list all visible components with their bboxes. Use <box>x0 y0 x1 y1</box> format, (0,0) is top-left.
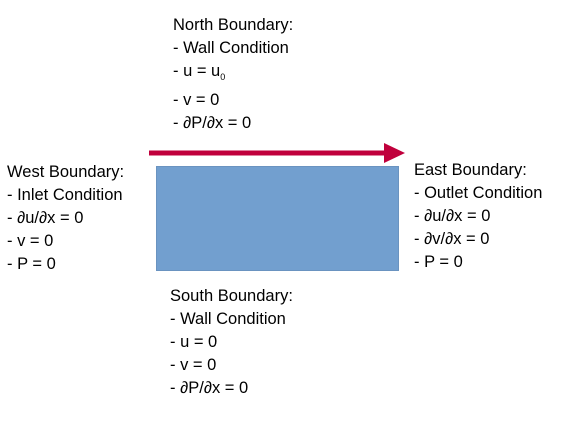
south-v-condition: - v = 0 <box>170 356 217 374</box>
south-u-condition: - u = 0 <box>170 333 218 351</box>
north-p-condition: - ∂P/∂x = 0 <box>173 114 252 132</box>
east-condition-type: - Outlet Condition <box>414 184 543 202</box>
west-condition-type: - Inlet Condition <box>7 186 123 204</box>
arrow-head <box>384 143 405 163</box>
south-condition-type: - Wall Condition <box>170 310 286 328</box>
west-boundary-label: West Boundary: - Inlet Condition - ∂u/∂x… <box>7 161 124 276</box>
east-boundary-label: East Boundary: - Outlet Condition - ∂u/∂… <box>414 159 542 274</box>
south-boundary-title: South Boundary: <box>170 287 293 305</box>
south-boundary-label: South Boundary: - Wall Condition - u = 0… <box>170 285 293 400</box>
north-condition-type: - Wall Condition <box>173 39 289 57</box>
north-u-text: - u = u <box>173 62 221 80</box>
north-u-condition: - u = u0 <box>173 60 293 89</box>
west-u-condition: - ∂u/∂x = 0 <box>7 209 84 227</box>
computational-domain <box>156 166 399 271</box>
north-boundary-title: North Boundary: <box>173 16 294 34</box>
east-v-condition: - ∂v/∂x = 0 <box>414 230 490 248</box>
west-boundary-title: West Boundary: <box>7 163 125 181</box>
east-p-condition: - P = 0 <box>414 253 463 271</box>
west-v-condition: - v = 0 <box>7 232 54 250</box>
north-boundary-label: North Boundary: - Wall Condition - u = u… <box>173 14 293 135</box>
south-p-condition: - ∂P/∂x = 0 <box>170 379 249 397</box>
north-v-condition: - v = 0 <box>173 91 220 109</box>
north-u-subscript: 0 <box>220 72 226 82</box>
east-boundary-title: East Boundary: <box>414 161 527 179</box>
east-u-condition: - ∂u/∂x = 0 <box>414 207 491 225</box>
west-p-condition: - P = 0 <box>7 255 56 273</box>
